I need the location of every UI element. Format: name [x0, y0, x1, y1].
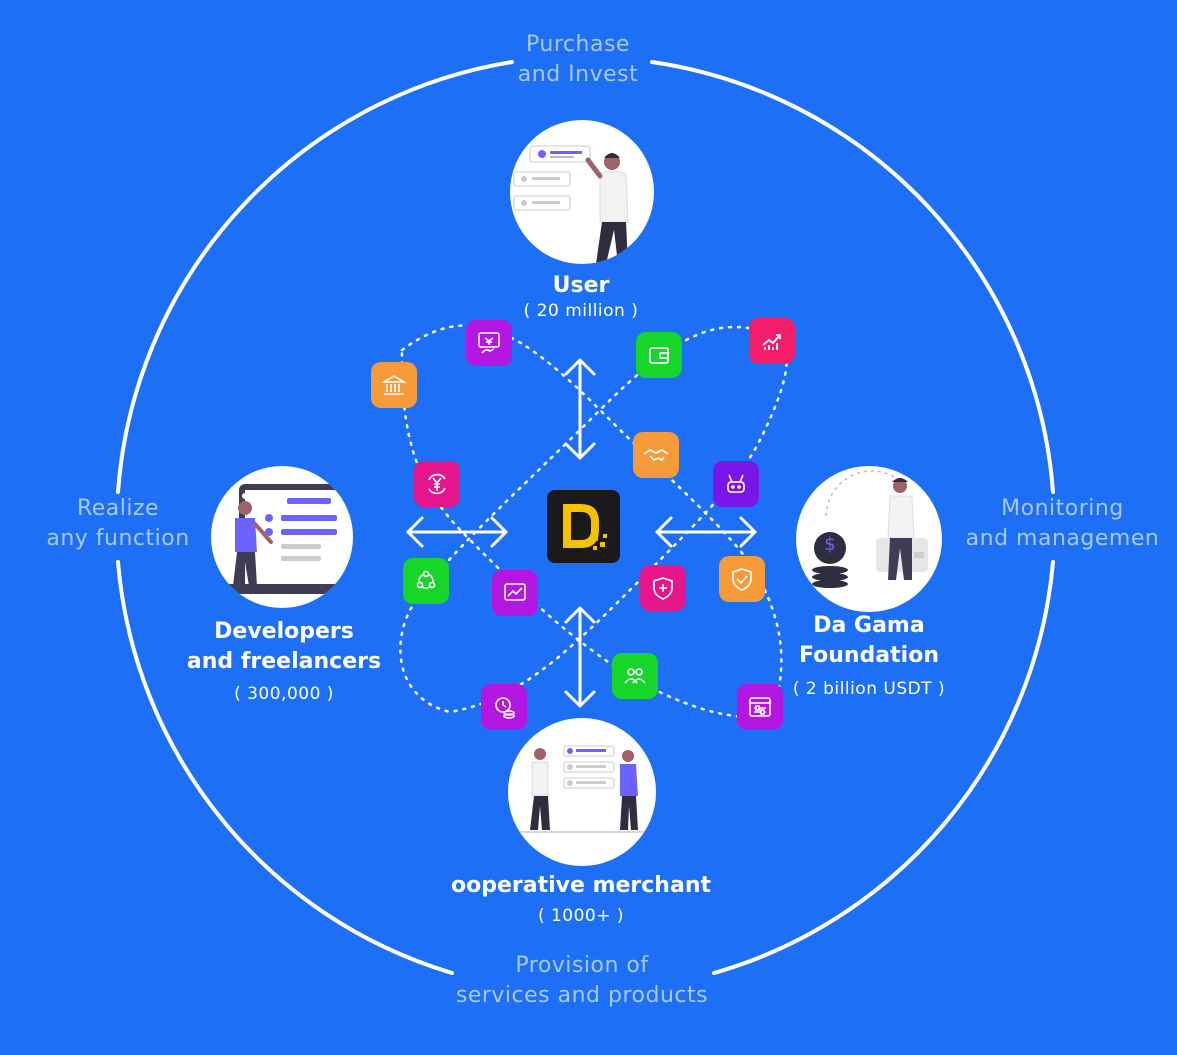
- dollar-coin-icon: $: [824, 534, 836, 555]
- foundation-title: Da Gama Foundation: [798, 613, 939, 668]
- outer-ring: [116, 60, 1055, 975]
- settings-panel-icon: [737, 684, 783, 730]
- team-icon: [612, 653, 658, 699]
- handshake-icon: [633, 432, 679, 478]
- ring-label-right: Monitoring and managemen: [965, 496, 1160, 551]
- merchant-subtitle: ( 1000+ ): [537, 906, 625, 926]
- developers-subtitle: ( 300,000 ): [234, 684, 334, 704]
- shield-check-icon: [719, 556, 765, 602]
- merchant-portrait: [508, 718, 656, 866]
- network-icon: [403, 558, 449, 604]
- shield-plus-icon: [640, 565, 686, 611]
- developers-illustration: [211, 484, 353, 594]
- growth-chart-icon: [749, 318, 795, 364]
- foundation-subtitle: ( 2 billion USDT ): [792, 679, 946, 699]
- developers-portrait: [211, 466, 353, 608]
- merchant-illustration: [518, 745, 646, 833]
- user-illustration: [513, 145, 629, 264]
- coin-clock-icon: [481, 684, 527, 730]
- yen-cycle-icon: [414, 461, 460, 507]
- foundation-illustration: [812, 470, 928, 588]
- developers-title: Developers and freelancers: [186, 619, 382, 674]
- merchant-title: ooperative merchant: [451, 873, 711, 898]
- ring-label-top: Purchase and Invest: [517, 32, 639, 87]
- bank-icon: [371, 362, 417, 408]
- user-title: User: [552, 273, 610, 298]
- ring-label-bottom: Provision of services and products: [455, 953, 709, 1008]
- line-chart-icon: [492, 570, 538, 616]
- arrows: [406, 358, 757, 708]
- logo-mark: [563, 504, 607, 550]
- user-subtitle: ( 20 million ): [523, 301, 639, 321]
- robot-icon: [713, 461, 759, 507]
- da-gama-logo: [547, 490, 620, 563]
- ring-label-left: Realize any function: [46, 496, 190, 551]
- foundation-portrait: $: [796, 466, 942, 612]
- wallet-icon: [636, 332, 682, 378]
- user-portrait: [510, 120, 654, 264]
- exchange-hand-icon: [466, 320, 512, 366]
